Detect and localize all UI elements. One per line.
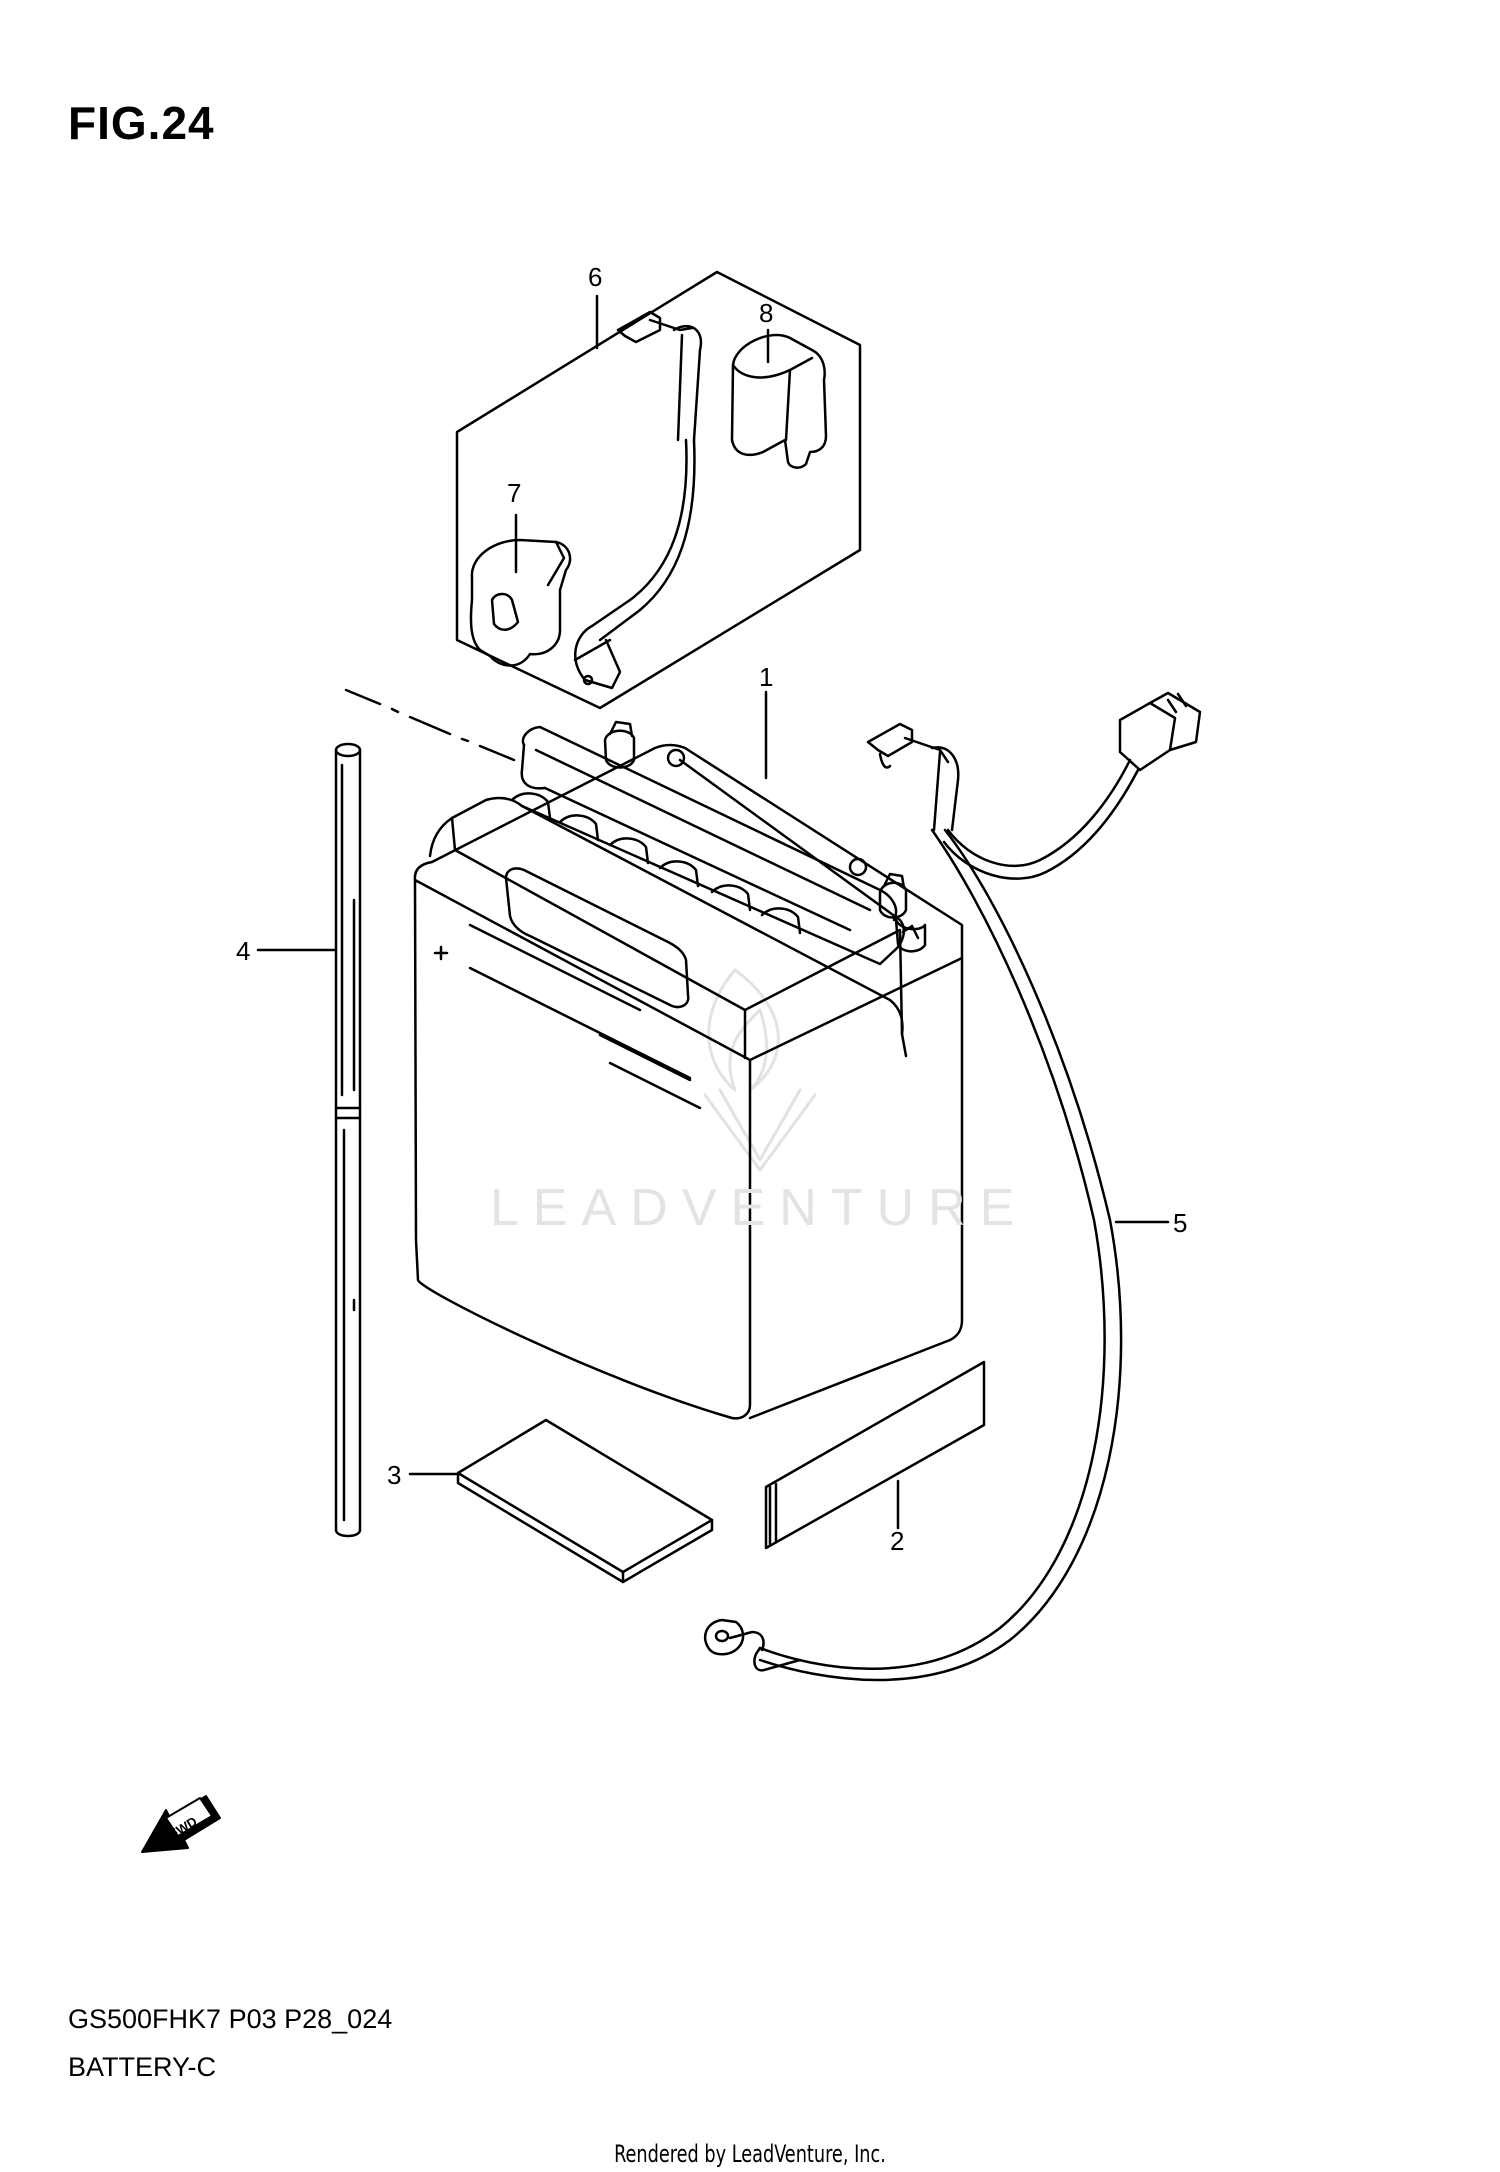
figure-title: FIG.24 [68,97,215,149]
callout-1: 1 [759,662,773,692]
battery-pad [456,1418,714,1584]
section-name: BATTERY-C [68,2052,217,2082]
callout-6: 6 [588,262,602,292]
negative-cable [703,691,1202,1682]
terminal-cover [469,538,572,667]
battery [413,720,964,1420]
dash-dot-leader [344,688,516,762]
fwd-arrow-icon [141,1795,221,1853]
model-code: GS500FHK7 P03 P28_024 [68,2004,393,2034]
callout-7: 7 [507,478,521,508]
callout-2: 2 [890,1526,904,1556]
breather-tube [334,742,362,1538]
battery-label [764,1360,986,1550]
inset-box [455,270,862,710]
callout-3: 3 [387,1460,401,1490]
callout-5: 5 [1173,1208,1187,1238]
callout-8: 8 [759,298,773,328]
callout-numbers: 1 2 3 4 5 6 7 8 FWD [167,262,1188,1842]
positive-cable-set [573,310,703,690]
footer-credit: Rendered by LeadVenture, Inc. [614,2140,886,2168]
watermark-logo [703,968,817,1172]
callout-4: 4 [236,936,250,966]
terminal-cap [730,333,828,469]
watermark-text: LEADVENTURE [490,1179,1029,1237]
